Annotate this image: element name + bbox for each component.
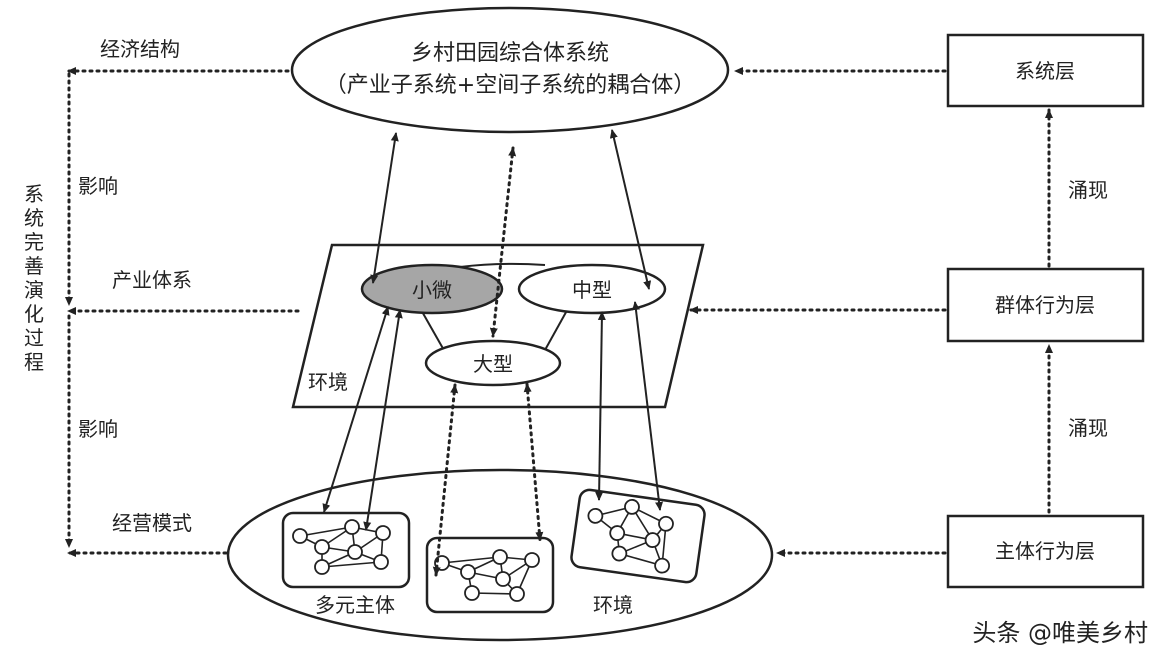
svg-text:过: 过 (24, 326, 44, 350)
svg-text:善: 善 (24, 254, 44, 278)
node-large-label: 大型 (473, 352, 513, 376)
actor-network-3 (570, 488, 706, 584)
label-economic-structure: 经济结构 (100, 37, 180, 61)
label-emergence-2: 涌现 (1068, 416, 1108, 440)
actor-network-2 (425, 536, 555, 614)
node-large (424, 339, 562, 387)
svg-text:统: 统 (24, 206, 44, 230)
node-small-label: 小微 (412, 278, 452, 302)
label-emergence-1: 涌现 (1068, 178, 1108, 202)
arrow-large-network2b (523, 382, 544, 542)
label-industry-system: 产业体系 (112, 268, 192, 292)
arrow-small-network1b (363, 309, 403, 531)
vertical-title: 系 统 完 善 演 化 过 程 (24, 182, 44, 374)
svg-text:完: 完 (24, 230, 44, 254)
actors-label: 多元主体 (315, 593, 395, 617)
plane-environment-label: 环境 (308, 370, 348, 394)
arrow-medium-network3a (595, 311, 606, 501)
subject-layer-label: 主体行为层 (995, 539, 1095, 563)
svg-text:化: 化 (24, 302, 44, 326)
watermark: 头条 @唯美乡村 (972, 619, 1148, 647)
arrow-system-small (370, 132, 399, 284)
svg-text:系: 系 (24, 182, 44, 206)
system-title: 乡村田园综合体系统 (411, 41, 609, 66)
label-influence-1: 影响 (78, 174, 118, 198)
svg-text:演: 演 (24, 278, 44, 302)
system-layer-box (946, 33, 1145, 108)
svg-text:程: 程 (24, 350, 44, 374)
arrow-system-medium (609, 129, 652, 290)
group-layer-label: 群体行为层 (995, 293, 1095, 317)
system-subtitle: （产业子系统+空间子系统的耦合体） (325, 73, 695, 98)
system-layer-label: 系统层 (1015, 59, 1075, 83)
arrow-medium-network3b (631, 301, 664, 511)
node-medium-label: 中型 (572, 278, 612, 302)
subject-environment-label: 环境 (593, 593, 633, 617)
label-business-model: 经营模式 (112, 511, 192, 535)
system-ellipse (290, 6, 730, 134)
subject-layer-box (946, 514, 1145, 589)
group-layer-box (946, 267, 1145, 343)
link-small-large (419, 307, 446, 353)
actor-network-1 (281, 511, 411, 589)
label-influence-2: 影响 (78, 417, 118, 441)
